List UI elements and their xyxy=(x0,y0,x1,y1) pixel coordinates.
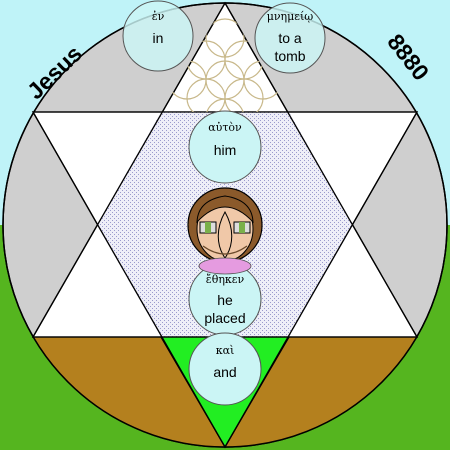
word-bubble-he-placed: ἔθηκεν he placed xyxy=(188,257,262,336)
english-word: tomb xyxy=(274,48,305,64)
word-bubble-to-a-tomb: μνημείῳ to a tomb xyxy=(254,2,326,74)
greek-word: καὶ xyxy=(216,344,235,357)
english-word: to a xyxy=(278,30,302,46)
english-word: in xyxy=(153,30,164,46)
word-bubble-him: αὐτὸν him xyxy=(188,110,262,184)
english-word: he xyxy=(217,292,233,308)
greek-word: ἔθηκεν xyxy=(206,273,245,286)
greek-word: ἐν xyxy=(152,10,165,23)
word-bubble-and: καὶ and xyxy=(188,332,262,406)
face-emblem xyxy=(187,187,263,263)
word-bubble-in: ἐν in xyxy=(122,0,194,72)
english-word: placed xyxy=(204,310,245,326)
english-word: him xyxy=(214,142,237,158)
english-word: and xyxy=(213,364,236,380)
greek-word: αὐτὸν xyxy=(208,121,242,134)
greek-word: μνημείῳ xyxy=(267,10,314,23)
